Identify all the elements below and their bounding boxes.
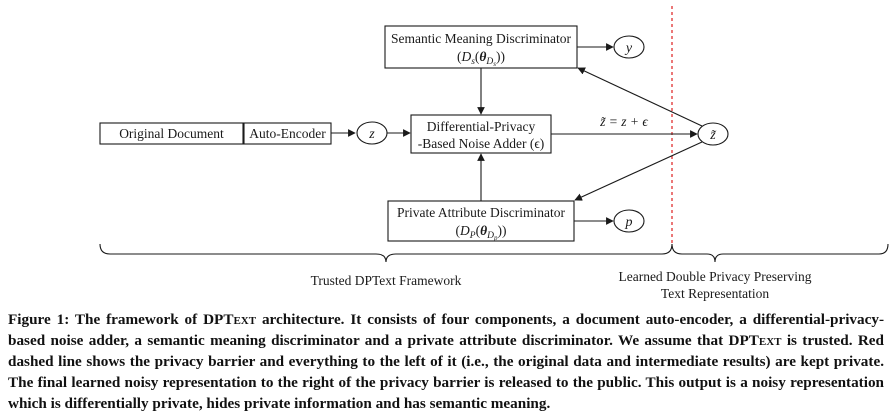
original-document-node: Original Document [99, 122, 244, 145]
auto-encoder-label: Auto-Encoder [249, 126, 326, 141]
p-output-node: p [613, 209, 645, 233]
private-discriminator-label: Private Attribute Discriminator [397, 205, 565, 220]
dp-noise-adder-label-line1: Differential-Privacy [427, 119, 536, 134]
framework-diagram: Original Document Auto-Encoder z Differe… [99, 6, 889, 301]
z-tilde-label: z̃ [709, 128, 716, 143]
figure-caption: Figure 1: The framework of DPText archit… [8, 309, 884, 414]
z-node: z [356, 121, 388, 145]
original-document-label: Original Document [119, 126, 224, 141]
private-discriminator-node: Private Attribute Discriminator (DP(θDp)… [387, 200, 575, 242]
caption-system-name-2: Text [748, 332, 782, 349]
caption-prefix: Figure 1: The framework of DP [8, 311, 224, 328]
semantic-discriminator-node: Semantic Meaning Discriminator (Ds(θDs)) [384, 25, 578, 69]
caption-system-name: Text [223, 311, 257, 328]
dp-noise-adder-label-line2: -Based Noise Adder (ϵ) [418, 136, 545, 151]
learned-representation-label-line1: Learned Double Privacy Preserving [618, 269, 811, 284]
y-output-node: y [613, 35, 645, 59]
dp-noise-adder-node: Differential-Privacy -Based Noise Adder … [410, 114, 552, 154]
caption-rest: is trusted. Red dashed line shows the pr… [8, 332, 884, 412]
learned-representation-brace [671, 243, 889, 263]
trusted-framework-brace [99, 243, 673, 263]
learned-representation-label-line2: Text Representation [661, 286, 769, 301]
caption-middle: architecture. It consists of four compon… [8, 311, 885, 349]
trusted-framework-label: Trusted DPText Framework [311, 273, 462, 288]
auto-encoder-node: Auto-Encoder [243, 122, 332, 145]
y-label: y [624, 41, 633, 56]
edge-z-tilde-to-private [574, 141, 703, 201]
z-label: z [368, 127, 375, 142]
p-label: p [625, 215, 633, 230]
edge-z-tilde-to-semantic [577, 67, 703, 127]
z-tilde-node: z̃ [697, 122, 729, 146]
edge-label-noise-equation: z̃ = z + ϵ [599, 114, 648, 129]
semantic-discriminator-label: Semantic Meaning Discriminator [391, 31, 571, 46]
